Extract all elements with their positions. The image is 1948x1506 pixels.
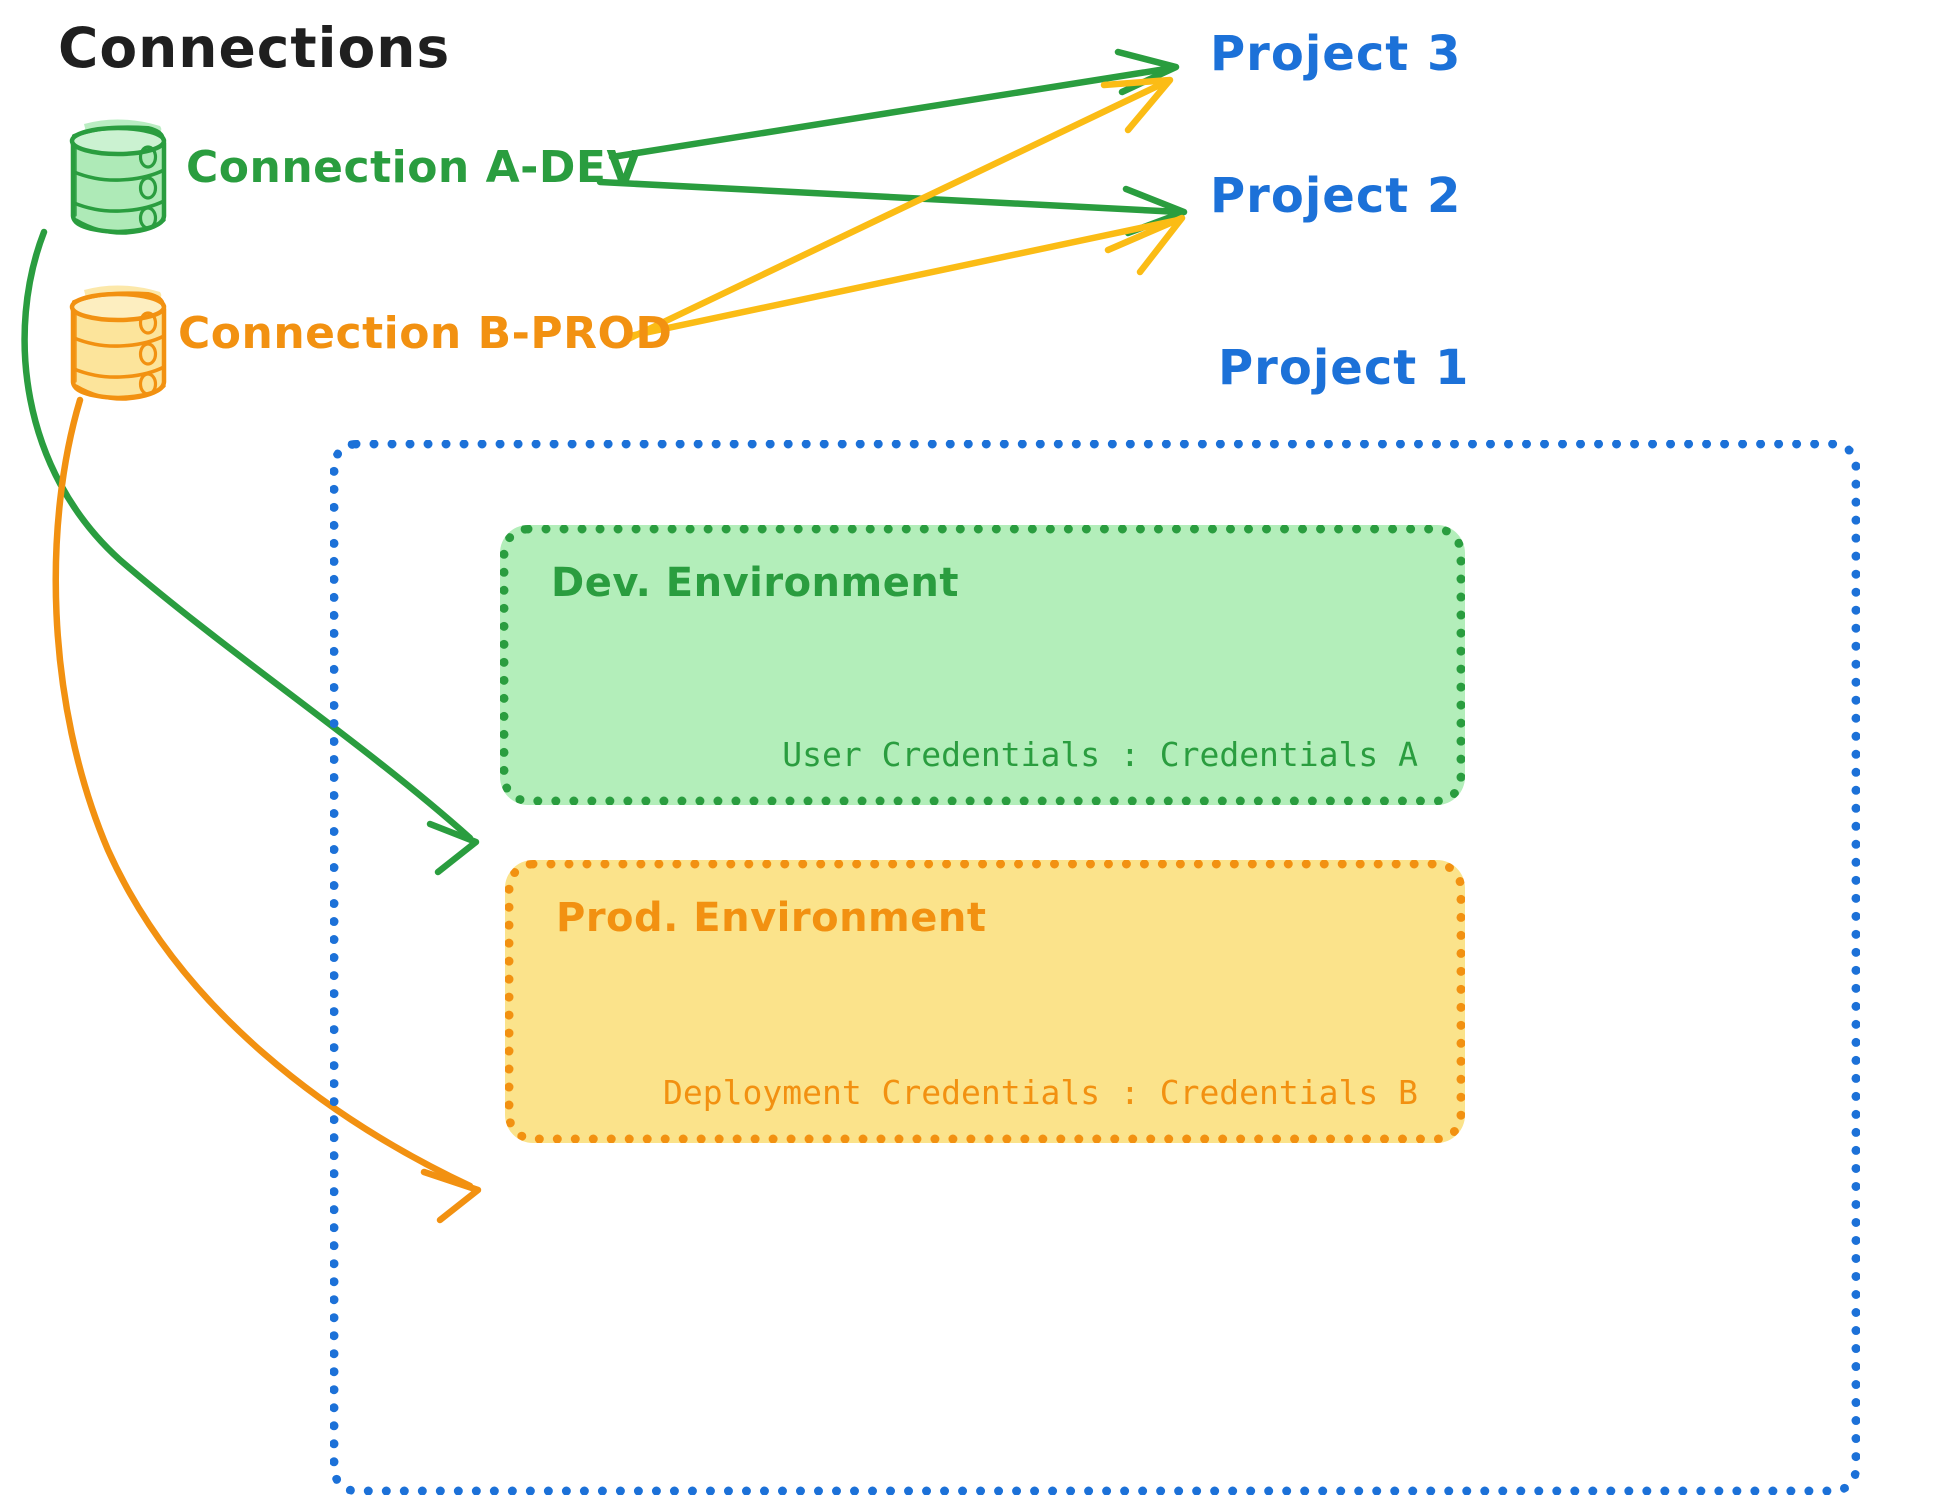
edge-a-dev-to-project-3 <box>608 48 1180 161</box>
prod-environment-box[interactable]: Prod. Environment Deployment Credentials… <box>505 860 1465 1143</box>
page-title: Connections <box>58 16 451 80</box>
prod-environment-credentials: Deployment Credentials : Credentials B <box>663 1073 1418 1112</box>
prod-environment-title: Prod. Environment <box>556 895 987 941</box>
edge-b-prod-to-project-2 <box>626 214 1186 340</box>
dev-environment-box[interactable]: Dev. Environment User Credentials : Cred… <box>500 525 1465 805</box>
edge-b-prod-to-project-3 <box>622 76 1174 344</box>
dev-environment-title: Dev. Environment <box>551 560 959 606</box>
edge-a-dev-to-project-2 <box>596 178 1188 237</box>
connection-b-prod-label[interactable]: Connection B-PROD <box>178 308 673 359</box>
project-1-label[interactable]: Project 1 <box>1218 340 1470 396</box>
dev-environment-credentials: User Credentials : Credentials A <box>782 735 1418 774</box>
database-cylinder-icon-orange <box>69 285 167 401</box>
project-3-label[interactable]: Project 3 <box>1210 26 1462 82</box>
project-2-label[interactable]: Project 2 <box>1210 168 1462 224</box>
database-cylinder-icon-green <box>69 119 167 235</box>
connection-a-dev-label[interactable]: Connection A-DEV <box>186 142 642 193</box>
project-1-container <box>330 440 1860 1495</box>
